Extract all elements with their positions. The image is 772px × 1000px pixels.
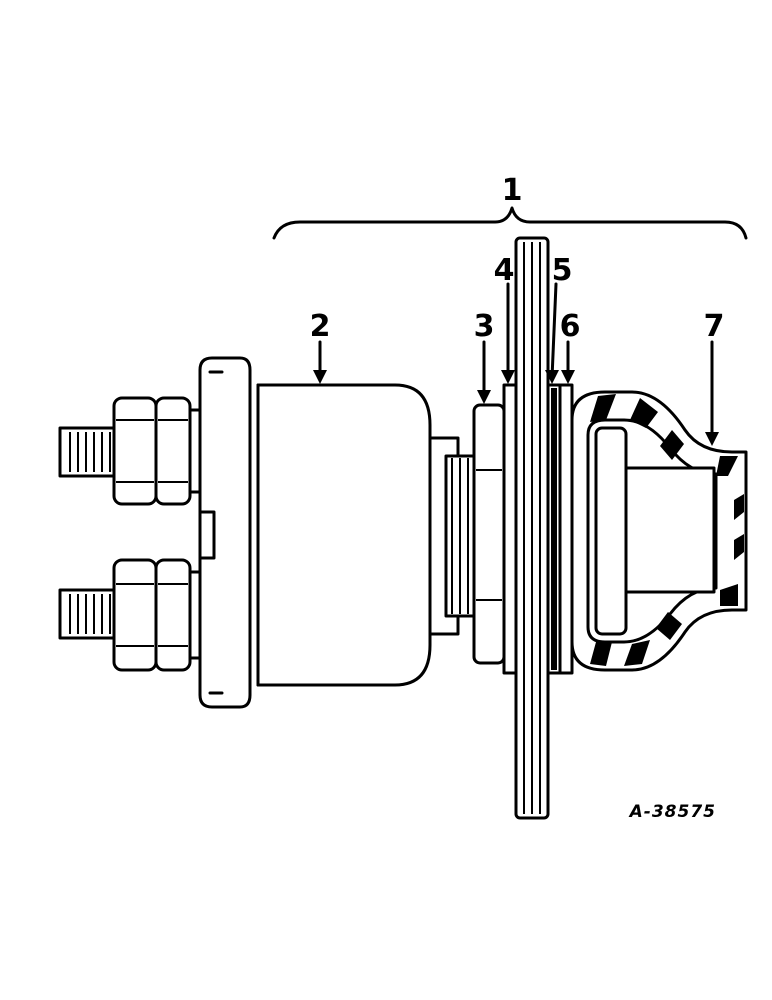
switch-body bbox=[198, 356, 480, 709]
callout-5: 5 bbox=[552, 253, 573, 288]
retaining-nut bbox=[558, 383, 574, 675]
callout-2: 2 bbox=[310, 309, 331, 344]
callout-1: 1 bbox=[502, 173, 523, 208]
callout-7: 7 bbox=[704, 309, 725, 344]
mounting-panel bbox=[514, 236, 550, 820]
callout-6: 6 bbox=[560, 309, 581, 344]
callout-3: 3 bbox=[474, 309, 495, 344]
rubber-boot bbox=[570, 390, 748, 672]
leader-lines bbox=[313, 282, 719, 446]
assembly-bracket bbox=[272, 206, 748, 240]
callout-4: 4 bbox=[494, 253, 515, 288]
upper-terminal-stud bbox=[58, 396, 214, 506]
mounting-nut bbox=[472, 403, 506, 665]
figure-id: A-38575 bbox=[628, 802, 716, 822]
flat-washer bbox=[546, 383, 562, 675]
lower-terminal-stud bbox=[58, 558, 214, 672]
